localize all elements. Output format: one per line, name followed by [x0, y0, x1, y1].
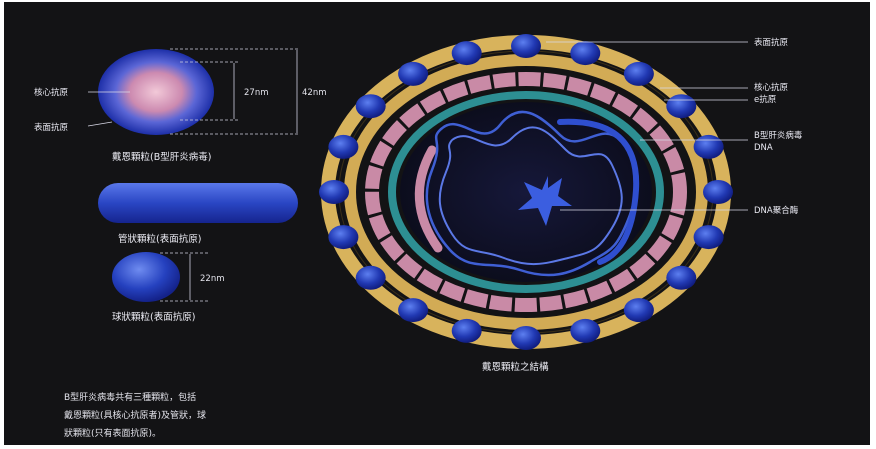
surface-antigen-knob	[356, 94, 386, 118]
surface-antigen-knob	[511, 326, 541, 350]
surface-antigen-label: 表面抗原	[754, 37, 788, 48]
surface-antigen-knob	[328, 135, 358, 159]
surface-antigen-knob	[570, 41, 600, 65]
surface-antigen-label-small: 表面抗原	[34, 122, 68, 133]
tubular-particle-body	[98, 183, 298, 223]
dna-label-line2: DNA	[754, 143, 773, 153]
core-antigen-label-small: 核心抗原	[34, 87, 68, 98]
surface-antigen-knob	[398, 62, 428, 86]
surface-antigen-knob	[398, 298, 428, 322]
surface-antigen-knob	[452, 319, 482, 343]
dane-structure-caption: 戴恩顆粒之結構	[482, 361, 549, 373]
polymerase-label: DNA聚合酶	[754, 205, 799, 216]
surface-antigen-knob	[703, 180, 733, 204]
footnote-line-2: 戴恩顆粒(具核心抗原者)及管狀，球	[64, 409, 206, 421]
surface-antigen-knob	[694, 135, 724, 159]
surface-antigen-knob	[666, 266, 696, 290]
footnote-line-3: 狀顆粒(只有表面抗原)。	[64, 427, 161, 439]
spherical-particle-body	[112, 252, 180, 302]
dane-particle-caption: 戴恩顆粒(B型肝炎病毒)	[112, 151, 211, 163]
surface-antigen-knob	[624, 298, 654, 322]
surface-antigen-knob	[694, 225, 724, 249]
surface-antigen-knob	[570, 319, 600, 343]
surface-antigen-knob	[356, 266, 386, 290]
core-antigen-label: 核心抗原	[754, 82, 788, 93]
outer-diameter-label: 42nm	[302, 88, 326, 98]
surface-antigen-knob	[624, 62, 654, 86]
dna-label: B型肝炎病毒	[754, 130, 803, 141]
surface-antigen-knob	[328, 225, 358, 249]
footnote-line-1: B型肝炎病毒共有三種顆粒，包括	[64, 391, 196, 403]
surface-antigen-knob	[319, 180, 349, 204]
surface-antigen-knob	[452, 41, 482, 65]
e-antigen-label: e抗原	[754, 94, 776, 105]
spherical-diameter-label: 22nm	[200, 274, 224, 284]
surface-antigen-knob	[511, 34, 541, 58]
inner-diameter-label: 27nm	[244, 88, 268, 98]
tubular-particle-caption: 管狀顆粒(表面抗原)	[118, 233, 201, 245]
surface-antigen-knob	[666, 94, 696, 118]
spherical-particle-caption: 球狀顆粒(表面抗原)	[112, 311, 195, 323]
